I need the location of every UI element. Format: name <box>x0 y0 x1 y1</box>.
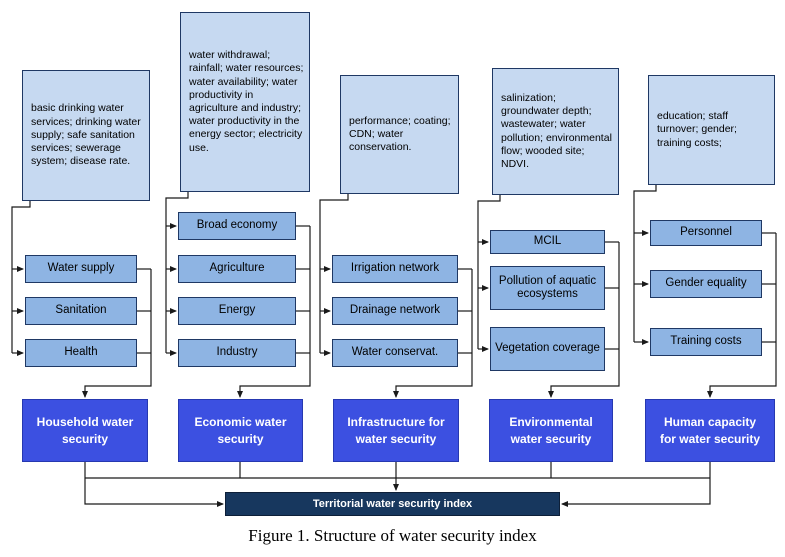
category-box-water-conservation: Water conservat. <box>332 339 458 367</box>
category-box-industry: Industry <box>178 339 296 367</box>
category-box-drainage-network: Drainage network <box>332 297 458 325</box>
security-box-human-capacity: Human capacity for water security <box>645 399 775 462</box>
category-box-irrigation-network: Irrigation network <box>332 255 458 283</box>
security-box-infrastructure: Infrastructure for water security <box>333 399 459 462</box>
security-box-environmental: Environmental water security <box>489 399 613 462</box>
category-box-sanitation: Sanitation <box>25 297 137 325</box>
category-box-agriculture: Agriculture <box>178 255 296 283</box>
security-box-economic: Economic water security <box>178 399 303 462</box>
indicator-box-infrastructure: performance; coating; CDN; water conserv… <box>340 75 459 194</box>
indicator-box-environmental: salinization; groundwater depth; wastewa… <box>492 68 619 195</box>
security-box-household: Household water security <box>22 399 148 462</box>
figure-caption: Figure 1. Structure of water security in… <box>248 526 537 545</box>
category-box-pollution-aquatic-ecosystems: Pollution of aquatic ecosystems <box>490 266 605 310</box>
category-box-mcil: MCIL <box>490 230 605 254</box>
territorial-index-box: Territorial water security index <box>225 492 560 516</box>
category-box-training-costs: Training costs <box>650 328 762 356</box>
category-box-health: Health <box>25 339 137 367</box>
category-box-water-supply: Water supply <box>25 255 137 283</box>
category-box-personnel: Personnel <box>650 220 762 246</box>
indicator-box-human-capacity: education; staff turnover; gender; train… <box>648 75 775 185</box>
category-box-vegetation-coverage: Vegetation coverage <box>490 327 605 371</box>
indicator-box-economic: water withdrawal; rainfall; water resour… <box>180 12 310 192</box>
indicator-box-household: basic drinking water services; drinking … <box>22 70 150 201</box>
category-box-broad-economy: Broad economy <box>178 212 296 240</box>
category-box-gender-equality: Gender equality <box>650 270 762 298</box>
category-box-energy: Energy <box>178 297 296 325</box>
